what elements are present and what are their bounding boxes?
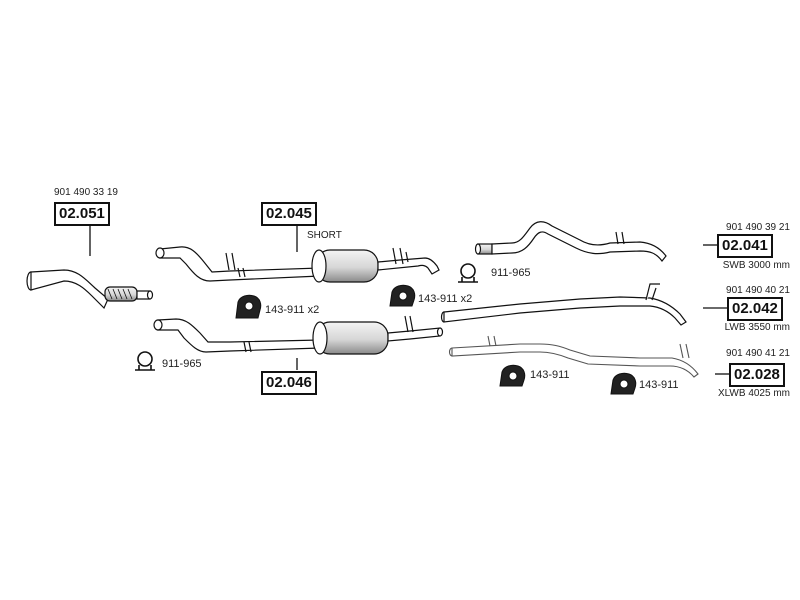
- front-pipe-02051: [26, 269, 154, 310]
- note-short: SHORT: [307, 230, 342, 241]
- part-number-02041: 901 490 39 21: [726, 222, 790, 233]
- part-number-02042: 901 490 40 21: [726, 285, 790, 296]
- part-number-02028: 901 490 41 21: [726, 348, 790, 359]
- clamp-label: 911-965: [162, 358, 202, 370]
- middle-silencer-02046: [153, 315, 444, 355]
- assembly-code-02042: 02.042: [727, 297, 783, 321]
- rear-pipe-02028: [448, 335, 699, 378]
- hanger-label: 143-911: [530, 369, 570, 381]
- part-number-02051: 901 490 33 19: [54, 187, 118, 198]
- variant-02041: SWB 3000 mm: [722, 260, 790, 271]
- variant-02042: LWB 3550 mm: [724, 322, 790, 333]
- rubber-hanger-icon: [235, 294, 262, 319]
- rear-pipe-02041: [474, 221, 667, 262]
- assembly-code-02046: 02.046: [261, 371, 317, 395]
- pipe-clamp-icon: [458, 263, 478, 283]
- pipe-clamp-icon: [135, 351, 155, 371]
- assembly-code-02041: 02.041: [717, 234, 773, 258]
- clamp-label: 911-965: [491, 267, 531, 279]
- assembly-code-02051: 02.051: [54, 202, 110, 226]
- rubber-hanger-icon: [610, 372, 637, 395]
- hanger-label: 143-911 x2: [265, 304, 320, 316]
- callout-leaders: [89, 224, 729, 375]
- middle-silencer-02045: [155, 246, 440, 283]
- rubber-hanger-icon: [499, 364, 526, 387]
- rubber-hanger-icon: [389, 284, 416, 307]
- variant-02028: XLWB 4025 mm: [717, 388, 790, 399]
- assembly-code-02045: 02.045: [261, 202, 317, 226]
- hanger-label: 143-911: [639, 379, 679, 391]
- hanger-label: 143-911 x2: [418, 293, 473, 305]
- assembly-code-02028: 02.028: [729, 363, 785, 387]
- rear-pipe-02042: [440, 283, 687, 326]
